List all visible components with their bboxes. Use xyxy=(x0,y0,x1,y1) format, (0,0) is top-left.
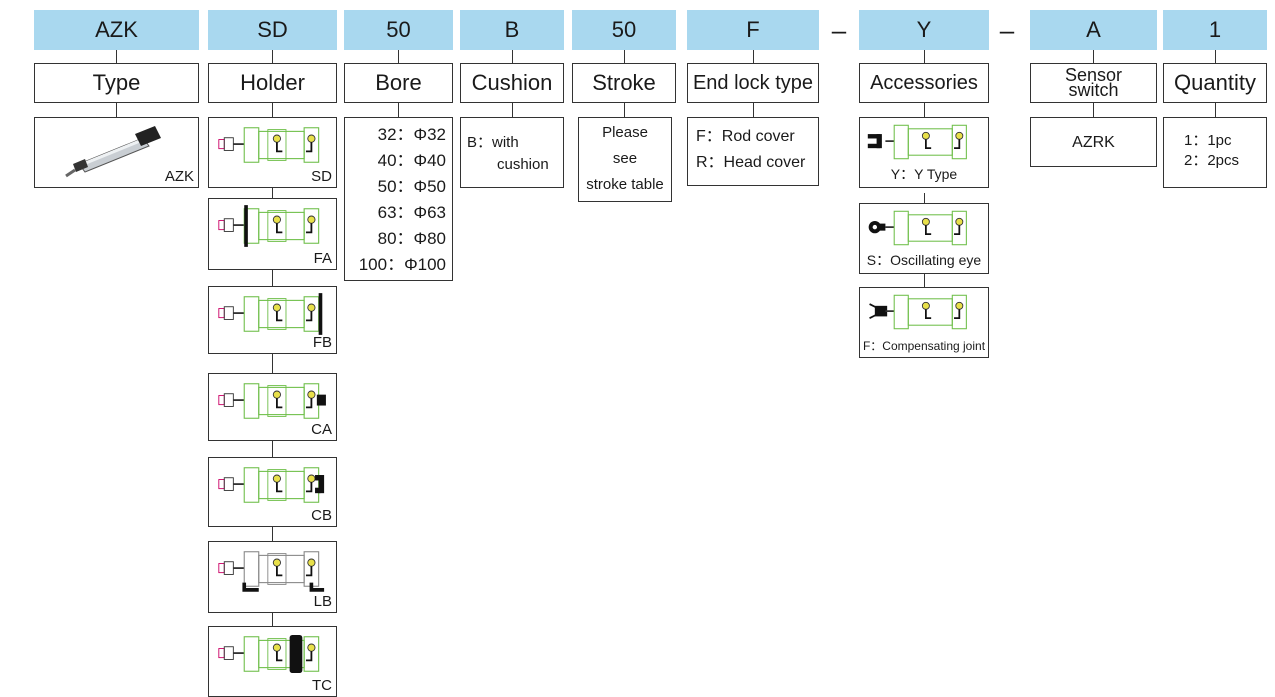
endlock-option-rod-cover: F：Rod cover xyxy=(696,128,795,145)
accessory-oscillating-eye-icon xyxy=(866,206,984,255)
holder-option-ca: CA xyxy=(208,373,337,441)
label-bore: Bore xyxy=(344,63,453,103)
holder-option-fb: FB xyxy=(208,286,337,354)
accessory-y-type-icon xyxy=(866,120,984,169)
separator-dash-2: – xyxy=(999,14,1015,45)
cylinder-sd-icon xyxy=(217,122,335,173)
holder-option-tc: TC xyxy=(208,626,337,697)
label-sensor-line1: Sensor xyxy=(1064,65,1123,85)
cushion-option-line1: B：with xyxy=(467,134,519,151)
quantity-option-1: 1：1pc xyxy=(1184,132,1232,149)
header-endlock-code: F xyxy=(687,10,819,50)
connector-line xyxy=(272,103,273,117)
accessory-compensating-joint-icon xyxy=(866,290,984,339)
header-stroke-code: 50 xyxy=(572,10,676,50)
holder-option-lb: LB xyxy=(208,541,337,613)
cylinder-fa-icon xyxy=(217,203,335,254)
connector-line xyxy=(624,50,625,63)
label-accessories: Accessories xyxy=(859,63,989,103)
connector-line xyxy=(116,103,117,117)
connector-line xyxy=(1215,50,1216,63)
header-type-code: AZK xyxy=(34,10,199,50)
bore-list: 32：Φ32 40：Φ40 50：Φ50 63：Φ63 80：Φ80 100：Φ100 xyxy=(359,122,446,278)
stroke-option-line1: Please xyxy=(602,124,648,141)
holder-option-sd: SD xyxy=(208,117,337,188)
connector-line xyxy=(116,50,117,63)
sensor-option-box: AZRK xyxy=(1030,117,1157,167)
cylinder-fb-icon xyxy=(217,291,335,342)
connector-line xyxy=(924,50,925,63)
bore-option: 32：Φ32 xyxy=(377,125,446,144)
label-holder: Holder xyxy=(208,63,337,103)
accessory-option-caption: Y：Y Type xyxy=(890,166,958,182)
holder-spine-line xyxy=(272,186,273,697)
connector-line xyxy=(512,103,513,117)
cushion-option-line2: cushion xyxy=(497,156,549,173)
label-stroke: Stroke xyxy=(572,63,676,103)
accessory-option-oscillating-eye: S：Oscillating eye xyxy=(859,203,989,274)
bore-option: 50：Φ50 xyxy=(377,177,446,196)
accessory-option-y-type: Y：Y Type xyxy=(859,117,989,188)
bore-option: 100：Φ100 xyxy=(358,255,446,274)
stroke-option-line3: stroke table xyxy=(586,176,664,193)
endlock-option-head-cover: R：Head cover xyxy=(696,154,806,171)
quantity-options-box: 1：1pc 2：2pcs xyxy=(1163,117,1267,188)
header-cushion-code: B xyxy=(460,10,564,50)
holder-option-caption: CB xyxy=(311,507,332,524)
connector-line xyxy=(1093,50,1094,63)
connector-line xyxy=(753,103,754,117)
accessory-option-caption: S：Oscillating eye xyxy=(866,252,982,268)
stroke-option-box: Please see stroke table xyxy=(578,117,672,202)
cylinder-product-icon xyxy=(65,126,161,178)
header-accessories-code: Y xyxy=(859,10,989,50)
connector-line xyxy=(924,103,925,117)
sensor-option-value: AZRK xyxy=(1072,134,1115,151)
label-endlock: End lock type xyxy=(687,63,819,103)
connector-line xyxy=(398,50,399,63)
header-bore-code: 50 xyxy=(344,10,453,50)
type-option-box: AZK xyxy=(34,117,199,188)
cylinder-cb-icon xyxy=(217,462,335,513)
quantity-option-2: 2：2pcs xyxy=(1184,152,1240,169)
cushion-option-box: B：with cushion xyxy=(460,117,564,188)
label-quantity: Quantity xyxy=(1163,63,1267,103)
connector-line xyxy=(272,50,273,63)
connector-line xyxy=(624,103,625,117)
type-option-caption: AZK xyxy=(164,168,194,185)
bore-option: 63：Φ63 xyxy=(377,203,446,222)
connector-line xyxy=(398,103,399,117)
holder-option-caption: TC xyxy=(312,677,332,694)
cylinder-lb-icon xyxy=(217,546,335,597)
header-sensor-code: A xyxy=(1030,10,1157,50)
bore-option: 80：Φ80 xyxy=(377,229,446,248)
holder-option-caption: LB xyxy=(313,593,332,610)
connector-line xyxy=(1093,103,1094,117)
label-sensor-line2: switch xyxy=(1068,80,1119,100)
label-type: Type xyxy=(34,63,199,103)
connector-line xyxy=(512,50,513,63)
holder-option-caption: SD xyxy=(311,168,332,185)
label-sensor-switch: Sensor switch xyxy=(1030,63,1157,103)
holder-option-caption: FA xyxy=(313,250,332,267)
holder-option-cb: CB xyxy=(208,457,337,527)
connector-line xyxy=(1215,103,1216,117)
endlock-options-box: F：Rod cover R：Head cover xyxy=(687,117,819,186)
cylinder-ca-icon xyxy=(217,378,335,429)
bore-options-box: 32：Φ32 40：Φ40 50：Φ50 63：Φ63 80：Φ80 100：Φ100 xyxy=(344,117,453,281)
holder-option-fa: FA xyxy=(208,198,337,270)
cylinder-tc-icon xyxy=(217,631,335,682)
connector-line xyxy=(753,50,754,63)
header-holder-code: SD xyxy=(208,10,337,50)
stroke-option-line2: see xyxy=(612,150,638,167)
holder-option-caption: CA xyxy=(311,421,332,438)
accessory-option-compensating-joint: F：Compensating joint xyxy=(859,287,989,358)
separator-dash-1: – xyxy=(831,14,847,45)
bore-option: 40：Φ40 xyxy=(377,151,446,170)
accessory-option-caption: F：Compensating joint xyxy=(862,339,986,353)
header-quantity-code: 1 xyxy=(1163,10,1267,50)
label-cushion: Cushion xyxy=(460,63,564,103)
holder-option-caption: FB xyxy=(312,334,332,351)
